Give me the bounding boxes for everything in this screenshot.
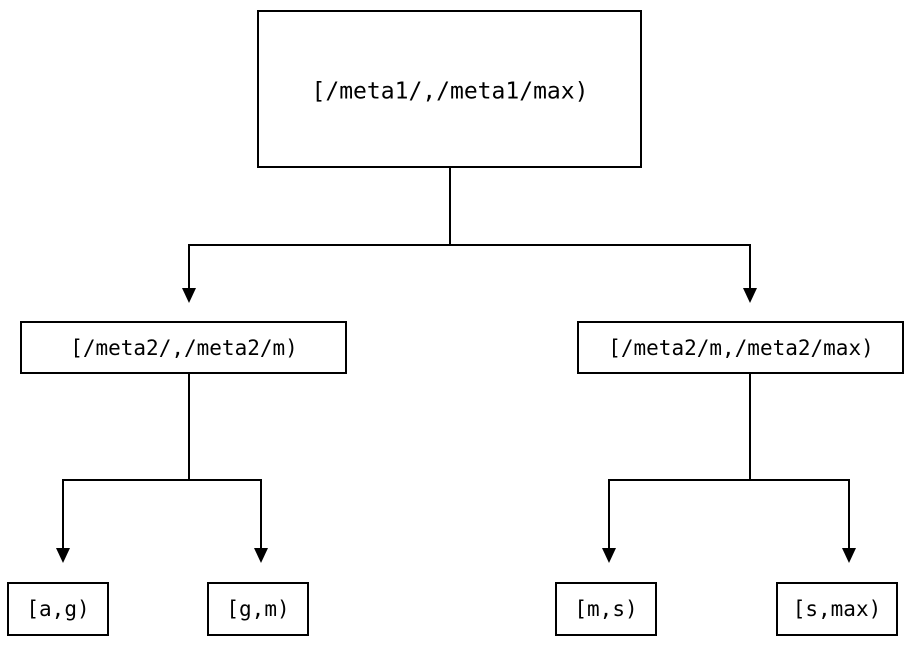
- node-mid-right[interactable]: [/meta2/m,/meta2/max): [576, 320, 905, 375]
- node-leaf-1-label: [a,g): [26, 597, 89, 621]
- arrow-down-icon: [842, 548, 856, 563]
- edge-line-root-mid-right: [448, 167, 752, 288]
- node-leaf-3[interactable]: [m,s): [554, 581, 658, 637]
- node-leaf-2[interactable]: [g,m): [206, 581, 310, 637]
- edge-line-mid-left-leaf-1: [61, 373, 191, 548]
- node-leaf-4-label: [s,max): [793, 597, 882, 621]
- edge-line-mid-right-leaf-4: [748, 373, 851, 548]
- node-leaf-2-label: [g,m): [226, 597, 289, 621]
- node-mid-left[interactable]: [/meta2/,/meta2/m): [19, 320, 348, 375]
- node-mid-right-box[interactable]: [576, 320, 905, 375]
- node-mid-right-label: [/meta2/m,/meta2/max): [608, 336, 874, 360]
- edge-line-mid-left-leaf-2: [187, 373, 263, 548]
- node-leaf-1[interactable]: [a,g): [6, 581, 110, 637]
- arrow-down-icon: [743, 288, 757, 303]
- edge-root-to-mid-left: [182, 167, 452, 303]
- arrow-down-icon: [602, 548, 616, 563]
- node-leaf-4-box[interactable]: [775, 581, 899, 637]
- node-root-box[interactable]: [256, 9, 643, 169]
- node-mid-left-label: [/meta2/,/meta2/m): [70, 336, 298, 360]
- edge-line-mid-right-leaf-3: [607, 373, 752, 548]
- edge-mid-left-to-leaf-2: [187, 373, 268, 563]
- edge-mid-left-to-leaf-1: [56, 373, 191, 563]
- edge-root-to-mid-right: [448, 167, 757, 303]
- arrow-down-icon: [182, 288, 196, 303]
- arrow-down-icon: [56, 548, 70, 563]
- node-mid-left-box[interactable]: [19, 320, 348, 375]
- arrow-down-icon: [254, 548, 268, 563]
- node-root-label: [/meta1/,/meta1/max): [312, 79, 589, 105]
- node-leaf-2-box[interactable]: [206, 581, 310, 637]
- edge-mid-right-to-leaf-4: [748, 373, 856, 563]
- node-leaf-4[interactable]: [s,max): [775, 581, 899, 637]
- edge-line-root-mid-left: [187, 167, 452, 288]
- node-leaf-1-box[interactable]: [6, 581, 110, 637]
- node-leaf-3-box[interactable]: [554, 581, 658, 637]
- edge-mid-right-to-leaf-3: [602, 373, 752, 563]
- node-leaf-3-label: [m,s): [574, 597, 637, 621]
- node-root[interactable]: [/meta1/,/meta1/max): [256, 9, 643, 169]
